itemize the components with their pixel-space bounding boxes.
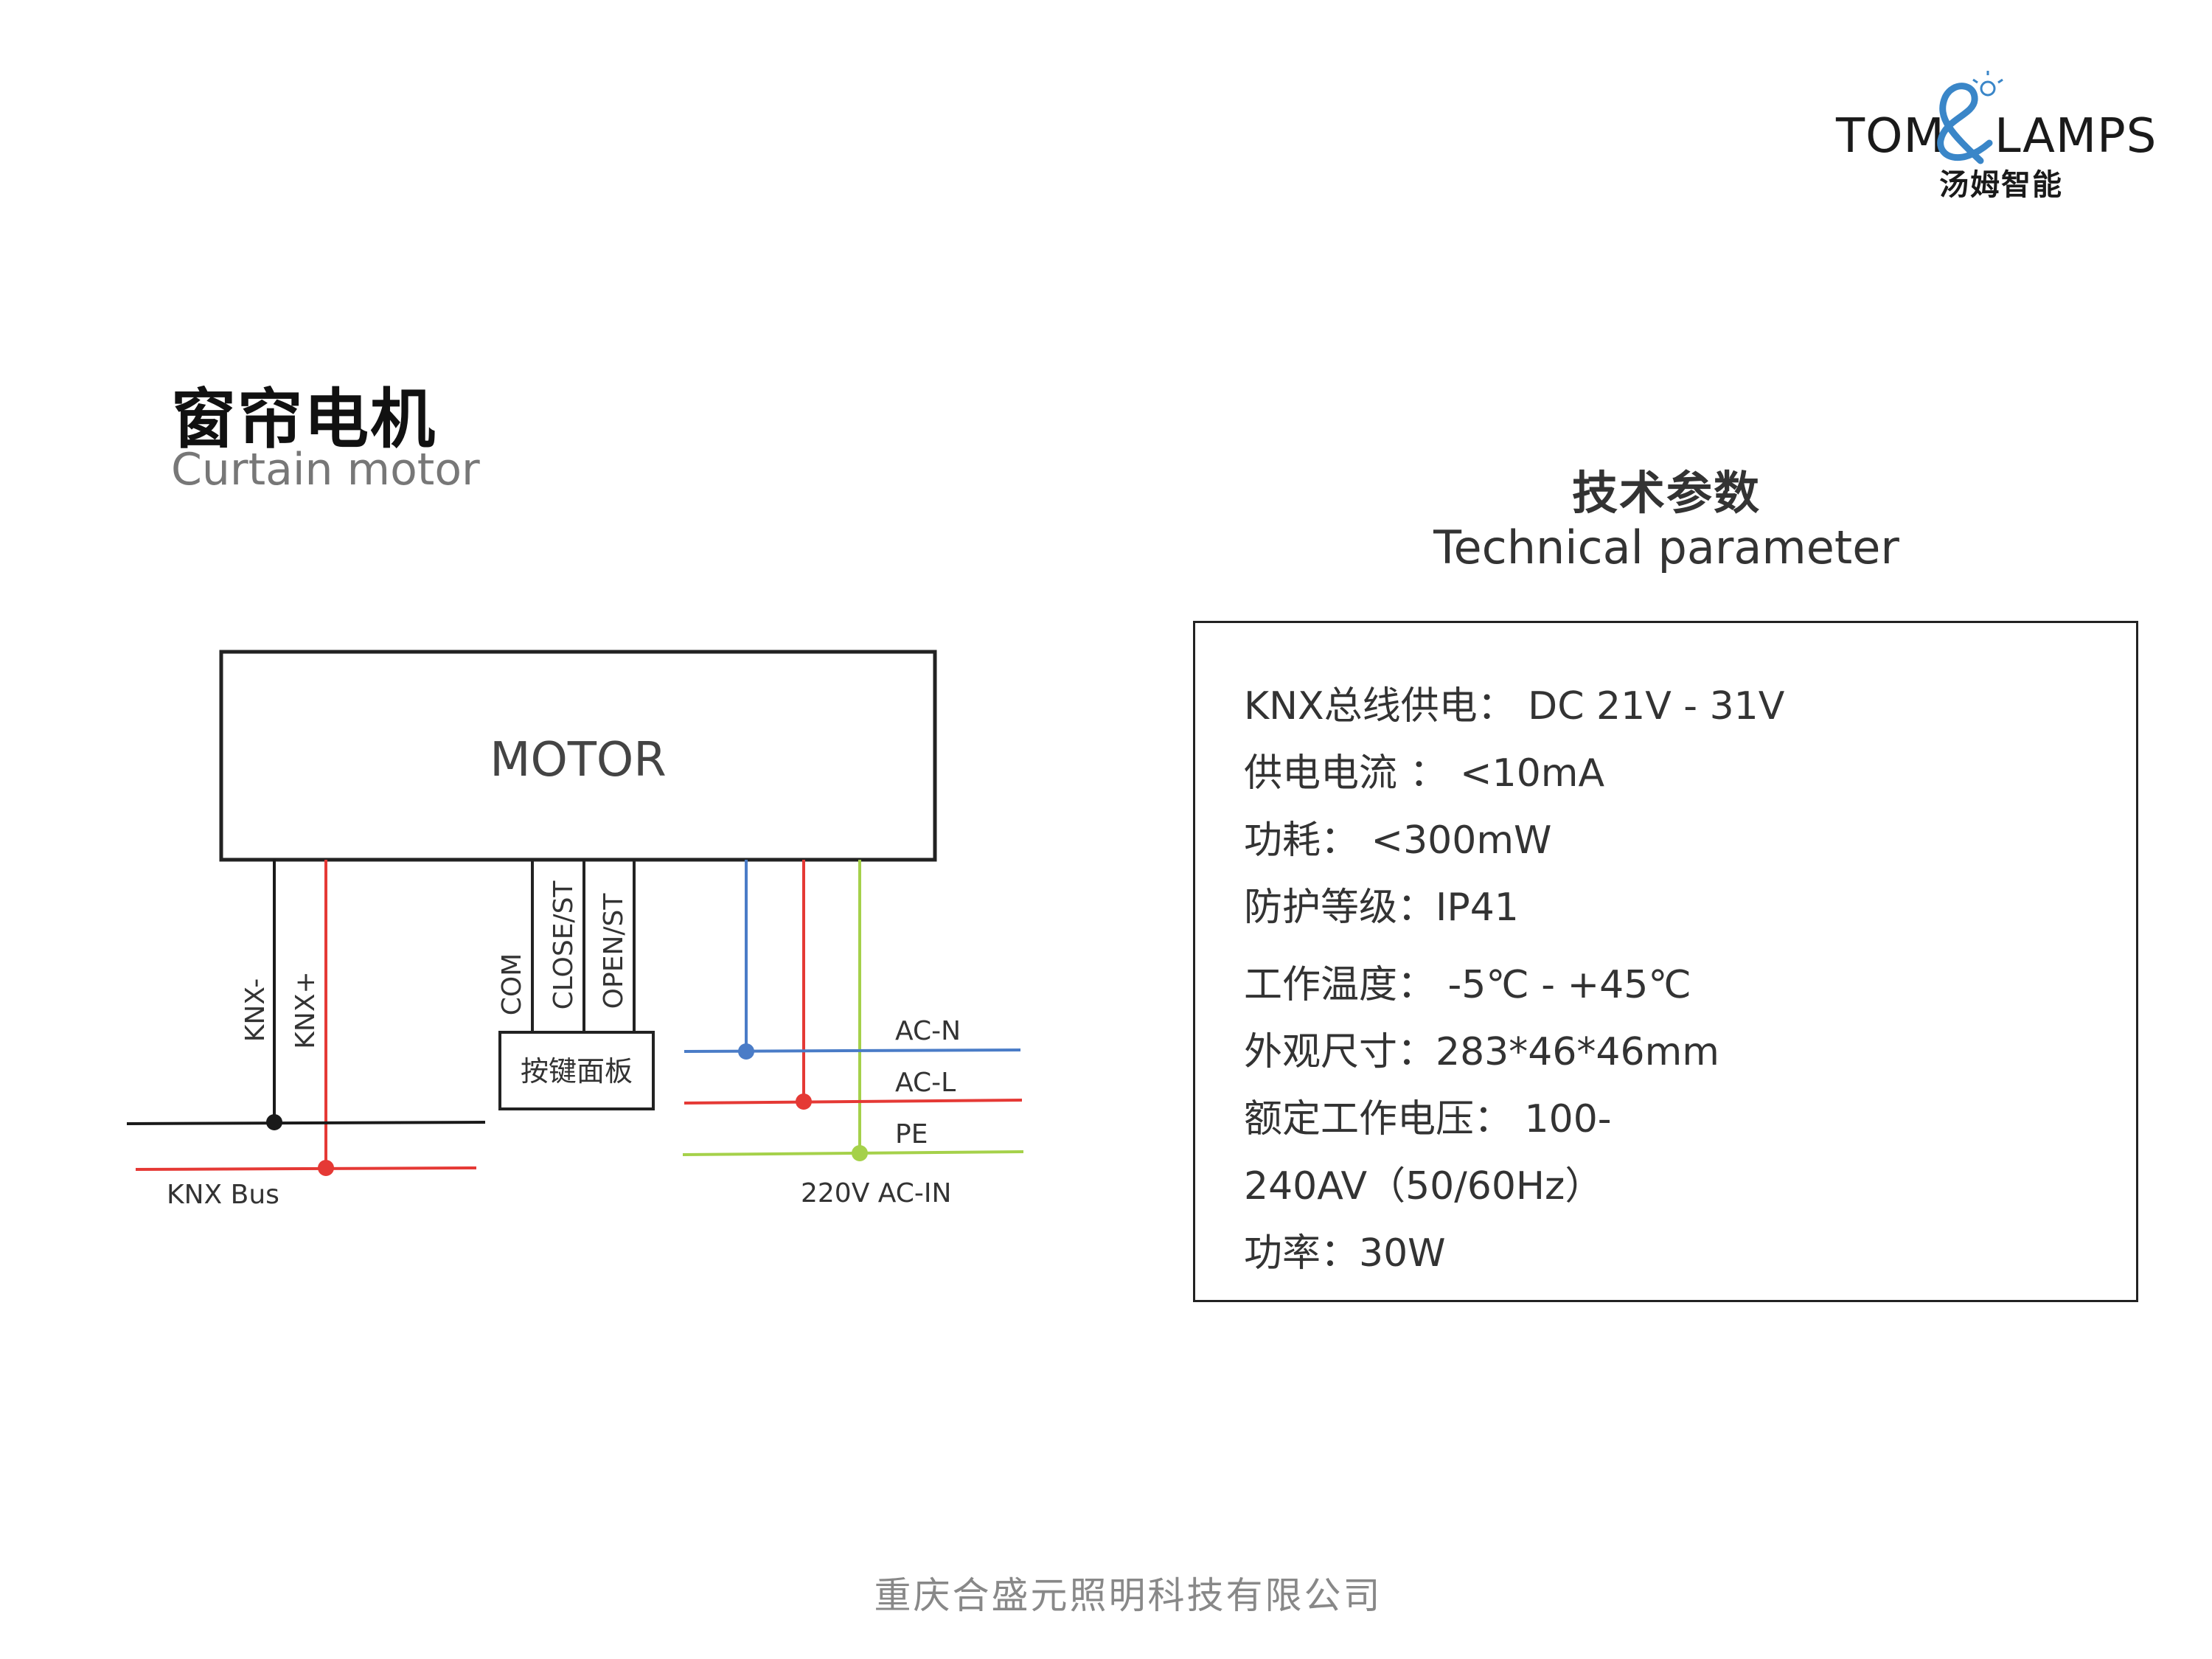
ac-in-label: 220V AC-IN — [801, 1178, 951, 1208]
motor-box — [219, 650, 937, 862]
knx-plus-junction — [318, 1160, 334, 1176]
knx-bus-red-line — [135, 1166, 477, 1171]
spec-row-power: 功率：30W — [1244, 1231, 1446, 1276]
logo-text-lamps: LAMPS — [1994, 109, 2157, 164]
logo-text-tom: TOM — [1836, 109, 1945, 164]
brand-logo: TOM LAMPS 汤姆智能 — [1836, 71, 2160, 202]
com-label: COM — [497, 953, 527, 1016]
spec-row-bus-supply: KNX总线供电： DC 21V - 31V — [1244, 684, 1785, 728]
open-label: OPEN/ST — [599, 893, 629, 1009]
page-title-en: Curtain motor — [171, 444, 480, 495]
knx-plus-label: KNX+ — [291, 971, 321, 1048]
spec-row-rated-voltage: 额定工作电压： 100- — [1244, 1097, 1612, 1141]
ac-n-label: AC-N — [895, 1016, 961, 1046]
spec-row-rated-voltage-cont: 240AV（50/60Hz） — [1244, 1164, 1604, 1208]
close-label: CLOSE/ST — [549, 880, 579, 1010]
ampersand-bulb-icon — [1937, 71, 2003, 164]
knx-bus-label: KNX Bus — [167, 1180, 279, 1210]
page-title-cn: 窗帘电机 — [171, 381, 437, 457]
wiring-diagram: MOTOR KNX- KNX+ KNX Bus COM CLOSE/ST OPE… — [126, 650, 1024, 1210]
params-title-en: Technical parameter — [1433, 521, 1899, 574]
pe-junction — [852, 1145, 868, 1161]
knx-minus-junction — [266, 1114, 282, 1130]
ac-n-junction — [738, 1043, 754, 1060]
spec-row-power-consumption: 功耗： <300mW — [1244, 818, 1552, 863]
spec-box: KNX总线供电： DC 21V - 31V 供电电流 ： <10mA 功耗： <… — [1193, 621, 2138, 1302]
button-panel-box — [498, 1031, 655, 1110]
spec-row-dimensions: 外观尺寸：283*46*46mm — [1244, 1030, 1719, 1074]
spec-row-protection: 防护等级：IP41 — [1244, 886, 1519, 930]
ac-l-line — [684, 1099, 1023, 1105]
spec-row-supply-current: 供电电流 ： <10mA — [1244, 751, 1605, 796]
knx-minus-label: KNX- — [240, 978, 271, 1042]
ac-n-line — [684, 1048, 1021, 1053]
motor-label: MOTOR — [490, 733, 667, 787]
params-title-cn: 技术参数 — [1571, 466, 1761, 520]
button-panel-label: 按键面板 — [521, 1055, 633, 1088]
footer-company: 重庆合盛元照明科技有限公司 — [874, 1574, 1382, 1617]
spec-list: KNX总线供电： DC 21V - 31V 供电电流 ： <10mA 功耗： <… — [1244, 673, 1784, 1287]
logo-text-cn: 汤姆智能 — [1939, 168, 2063, 202]
knx-bus-black-line — [126, 1121, 486, 1125]
ac-l-label: AC-L — [895, 1068, 956, 1098]
ac-l-junction — [796, 1093, 812, 1110]
pe-label: PE — [895, 1119, 928, 1150]
spec-row-temperature: 工作温度： -5℃ - +45℃ — [1244, 963, 1691, 1007]
